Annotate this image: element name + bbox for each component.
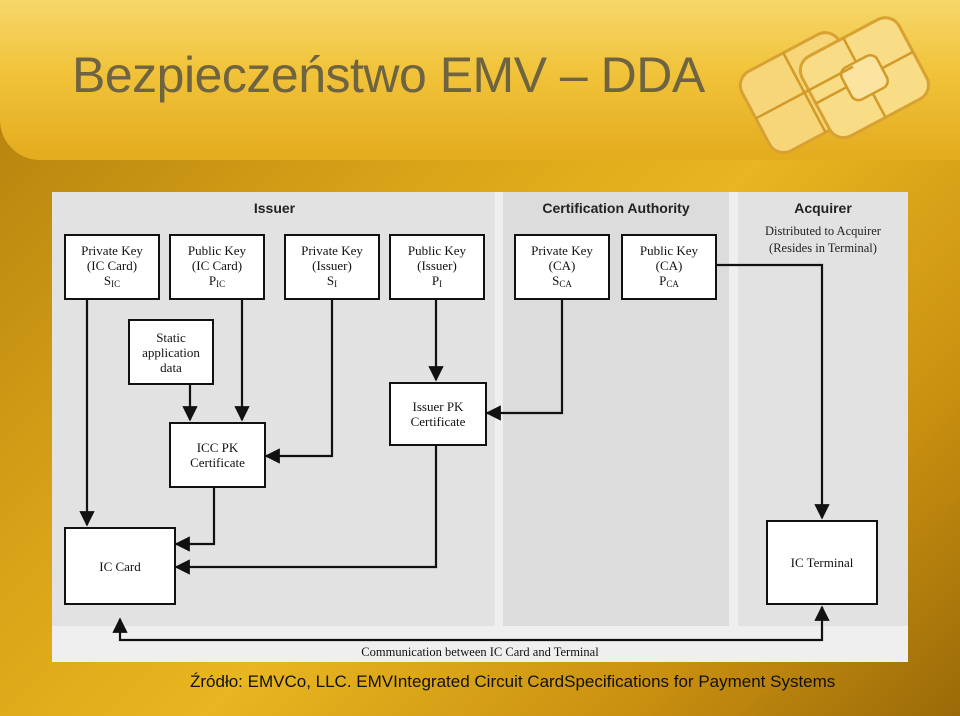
- static-application-data-box: Static application data: [128, 319, 214, 385]
- acquirer-heading: Acquirer: [794, 200, 852, 216]
- public-key-ca-box: Public Key (CA) PCA: [621, 234, 717, 300]
- public-key-ic-card-box: Public Key (IC Card) PIC: [169, 234, 265, 300]
- private-key-ca-symbol: SCA: [552, 272, 572, 289]
- connection-lines: [79, 263, 830, 642]
- wire-private-key-issuer-to-icc-cert: [264, 300, 334, 464]
- wire-communication: [112, 605, 830, 642]
- public-key-issuer-symbol: PI: [431, 272, 443, 289]
- source-caption: Źródło: EMVCo, LLC. EMVIntegrated Circui…: [190, 672, 836, 691]
- dda-diagram: Issuer Certification Authority Acquirer …: [52, 192, 908, 662]
- communication-label: Communication between IC Card and Termin…: [361, 645, 599, 659]
- issuer-pk-certificate-box: Issuer PK Certificate: [389, 382, 487, 446]
- issuer-heading: Issuer: [253, 200, 296, 216]
- wire-icc-cert-to-card: [174, 488, 216, 552]
- private-key-issuer-symbol: SI: [326, 272, 338, 289]
- icc-pk-certificate-box: ICC PK Certificate: [169, 422, 266, 488]
- acquirer-note: Distributed to Acquirer (Resides in Term…: [765, 224, 881, 255]
- ic-card-box: IC Card: [64, 527, 176, 605]
- smart-chip-icon: [738, 16, 930, 155]
- wire-public-key-ca-to-terminal: [717, 263, 830, 520]
- private-key-ic-symbol: SIC: [103, 272, 121, 289]
- private-key-ic-card-box: Private Key (IC Card) SIC: [64, 234, 160, 300]
- wire-private-key-ca-to-issuer-cert: [485, 300, 564, 421]
- slide-title: Bezpieczeństwo EMV – DDA: [72, 47, 705, 103]
- ca-heading: Certification Authority: [542, 200, 690, 216]
- public-key-ic-symbol: PIC: [208, 272, 226, 289]
- ic-terminal-box: IC Terminal: [766, 520, 878, 605]
- private-key-ca-box: Private Key (CA) SCA: [514, 234, 610, 300]
- public-key-ca-symbol: PCA: [659, 272, 679, 289]
- public-key-issuer-box: Public Key (Issuer) PI: [389, 234, 485, 300]
- wire-issuer-cert-to-card: [174, 446, 438, 575]
- private-key-issuer-box: Private Key (Issuer) SI: [284, 234, 380, 300]
